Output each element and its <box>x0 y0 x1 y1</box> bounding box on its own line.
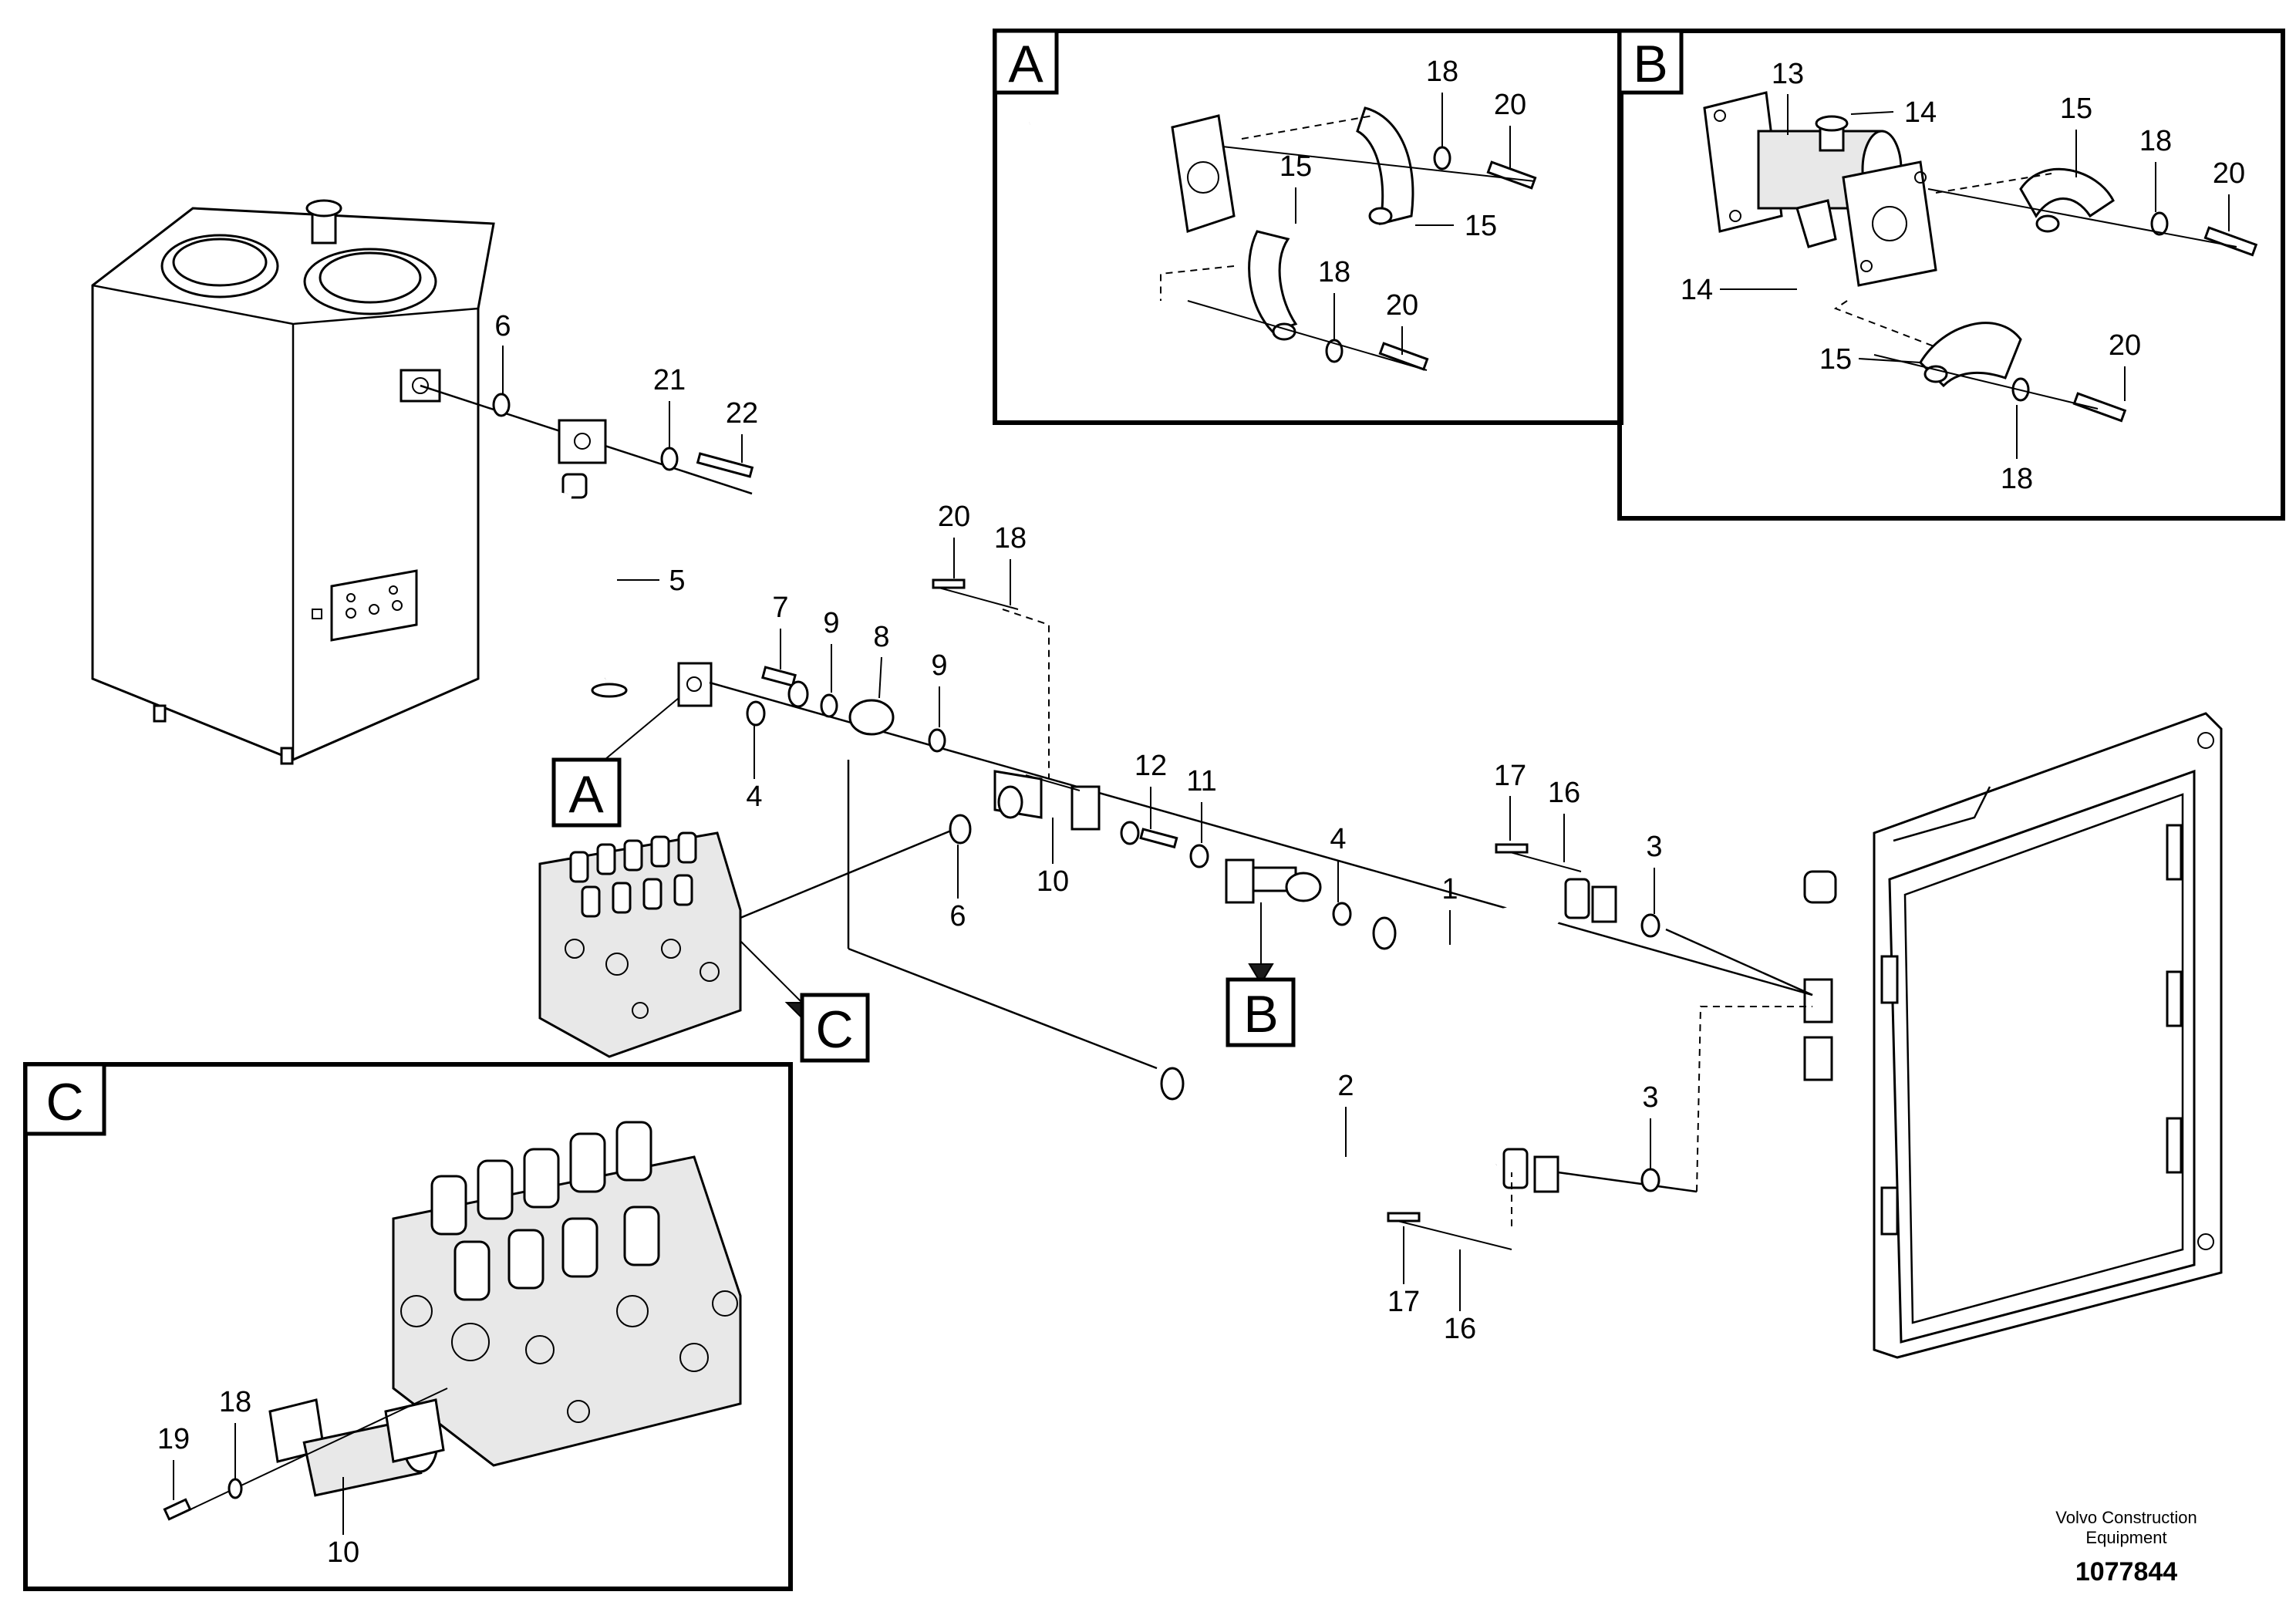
callout-c-19: 19 <box>157 1423 190 1455</box>
callout-b-13: 13 <box>1772 58 1804 90</box>
callout-b-20: 20 <box>2213 157 2245 190</box>
callout-a-20: 20 <box>1494 89 1526 121</box>
callout-c-10: 10 <box>327 1536 359 1569</box>
tag-a-detail: A <box>1008 35 1043 93</box>
tag-b-main: B <box>1243 985 1278 1044</box>
callout-b-18: 18 <box>2001 463 2033 495</box>
callout-b-14: 14 <box>1904 96 1937 129</box>
callout-1: 1 <box>1441 873 1458 905</box>
callout-12: 12 <box>1135 750 1167 782</box>
callout-3: 3 <box>1642 1081 1658 1114</box>
callout-c-18: 18 <box>219 1386 251 1418</box>
control-valve-small <box>538 831 742 1058</box>
detail-a-panel: A 15 15 18 18 20 20 <box>993 29 1623 425</box>
callout-20: 20 <box>938 501 970 533</box>
callout-22: 22 <box>726 397 758 430</box>
callout-16: 16 <box>1548 777 1580 809</box>
manufacturer-label: Volvo Construction Equipment <box>2055 1508 2197 1547</box>
callout-10: 10 <box>1037 865 1069 898</box>
callout-9: 9 <box>931 649 947 682</box>
callout-b-20: 20 <box>2109 329 2141 362</box>
tag-b-detail: B <box>1633 35 1667 93</box>
callout-a-18: 18 <box>1426 56 1458 88</box>
callout-b-15: 15 <box>1819 343 1852 376</box>
callout-17: 17 <box>1387 1286 1420 1318</box>
callout-b-15: 15 <box>2060 93 2092 125</box>
callout-a-15: 15 <box>1279 150 1312 183</box>
callout-a-15: 15 <box>1465 210 1497 242</box>
callout-6: 6 <box>494 310 511 342</box>
callout-8: 8 <box>873 621 889 653</box>
callout-a-18: 18 <box>1318 256 1350 288</box>
callout-3: 3 <box>1646 831 1662 863</box>
callout-16: 16 <box>1444 1313 1476 1345</box>
detail-c-panel: C 10 18 19 <box>23 1062 793 1591</box>
callout-b-14: 14 <box>1681 274 1713 306</box>
callout-4: 4 <box>746 781 762 813</box>
callout-18: 18 <box>994 522 1027 555</box>
drawing-footer: Volvo Construction Equipment 1077844 <box>2034 1508 2219 1587</box>
tag-c-main: C <box>815 1000 853 1059</box>
tag-c-detail: C <box>46 1073 83 1131</box>
main-callouts: 1 2 3 3 4 4 5 6 6 7 8 9 9 10 11 12 16 16 <box>494 310 1662 1345</box>
callout-21: 21 <box>653 364 686 396</box>
oil-cooler <box>1803 712 2223 1359</box>
hydraulic-tank <box>91 199 495 765</box>
tag-a-main: A <box>568 765 604 824</box>
pipe-routing <box>420 384 1813 1250</box>
callout-a-20: 20 <box>1386 289 1418 322</box>
callout-2: 2 <box>1337 1070 1354 1102</box>
callout-7: 7 <box>772 592 788 624</box>
drawing-number: 1077844 <box>2075 1557 2178 1587</box>
callout-11: 11 <box>1186 765 1216 798</box>
callout-17: 17 <box>1494 760 1526 792</box>
main-detail-tags: A B C <box>551 697 1296 1063</box>
callout-9: 9 <box>823 607 839 639</box>
callout-6: 6 <box>949 900 966 932</box>
detail-b-panel: B 13 14 14 15 15 18 <box>1617 29 2285 521</box>
callout-5: 5 <box>669 565 685 597</box>
callout-b-18: 18 <box>2139 125 2172 157</box>
callout-4: 4 <box>1330 823 1346 855</box>
